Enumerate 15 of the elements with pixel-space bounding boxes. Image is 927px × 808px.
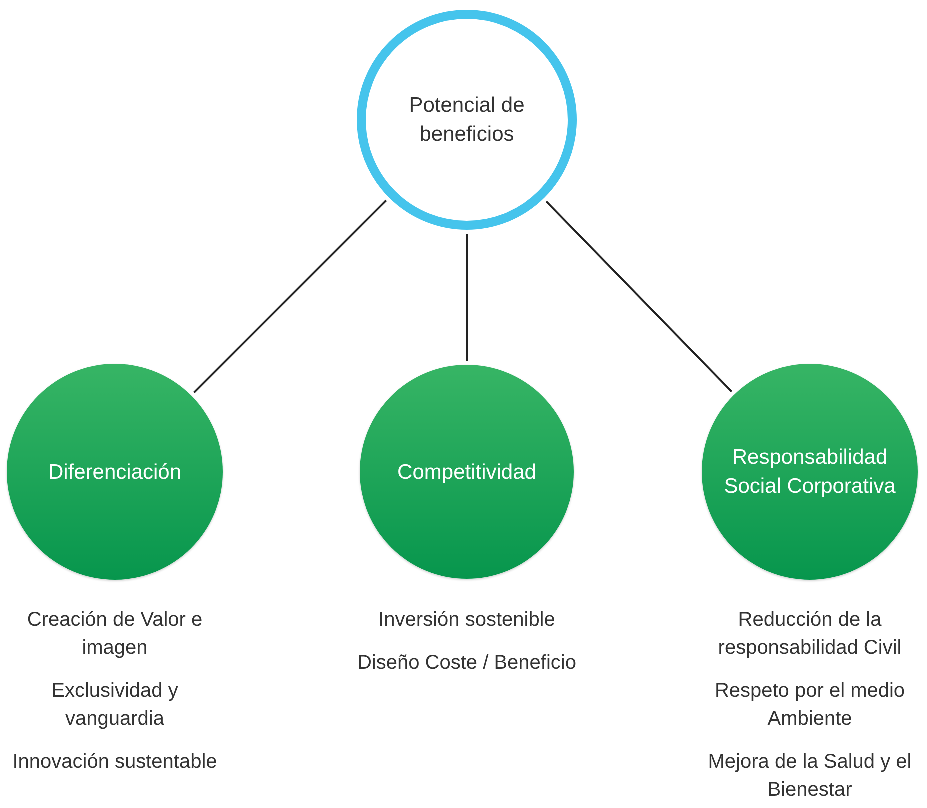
benefit-text: Exclusividad y vanguardia	[50, 679, 180, 732]
connector-line	[466, 234, 468, 361]
circle-label: Potencial de beneficios	[408, 93, 526, 148]
connector-line	[546, 200, 733, 392]
benefit-text: Reducción de la responsabilidad Civil	[717, 608, 903, 661]
benefit-text: Innovación sustentable	[12, 750, 218, 775]
circle-label: Diferenciación	[48, 460, 182, 486]
connector-line	[193, 200, 388, 394]
benefit-text: Inversión sostenible	[378, 608, 556, 633]
circle-label: Competitividad	[398, 460, 536, 486]
benefit-text: Creación de Valor e imagen	[26, 608, 204, 661]
benefit-text: Mejora de la Salud y el Bienestar	[707, 750, 913, 803]
circle-label: Responsabilidad Social Corporativa	[723, 445, 897, 500]
benefit-text: Respeto por el medio Ambiente	[714, 679, 906, 732]
benefit-text: Diseño Coste / Beneficio	[356, 651, 578, 676]
